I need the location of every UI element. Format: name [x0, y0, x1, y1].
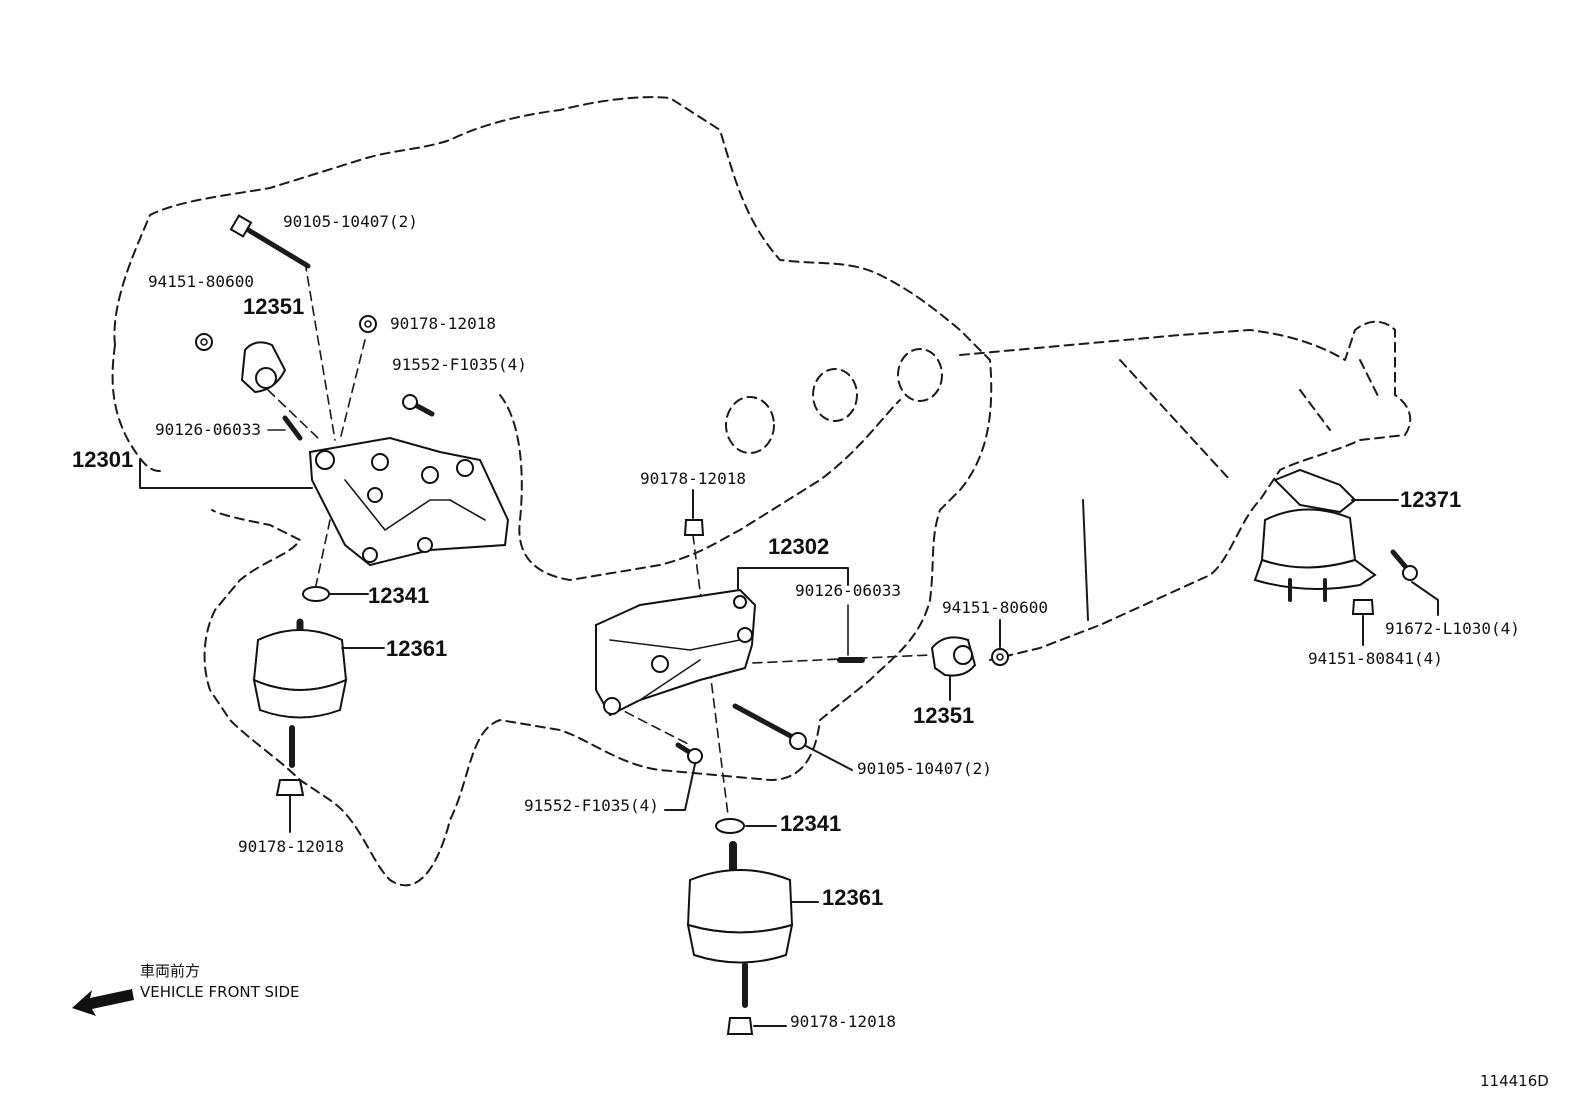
direction-en: VEHICLE FRONT SIDE	[140, 983, 300, 1001]
figure-id: 114416D	[1480, 1072, 1549, 1090]
bolt-left-icon	[229, 214, 311, 269]
bolt-trans-icon	[1390, 549, 1418, 581]
mount-right-icon	[686, 841, 794, 1008]
leader-center-bolt	[611, 704, 691, 746]
nut-center-icon	[991, 648, 1009, 666]
bolt-bracket-right-icon	[675, 742, 703, 764]
leader-12302	[737, 567, 849, 591]
port-3	[897, 348, 943, 402]
label-trans-mount: 12371	[1400, 487, 1462, 512]
leader-stud-left	[314, 519, 331, 591]
label-stud-left: 90126-06033	[155, 420, 261, 439]
label-nut-top-left: 90178-12018	[390, 314, 496, 333]
vehicle-front-arrow-icon	[72, 989, 134, 1016]
leader-12301	[139, 459, 313, 489]
trans-mount-icon	[1253, 468, 1377, 602]
label-mount-right: 12361	[822, 885, 884, 910]
label-nut-trans: 94151-80841(4)	[1308, 649, 1443, 668]
washer-left-icon	[302, 586, 330, 602]
nut-top-left-icon	[359, 315, 377, 333]
label-insulator-right: 12351	[913, 703, 975, 728]
label-bolt-bracket-right: 91552-F1035(4)	[524, 796, 659, 815]
insulator-left-icon	[240, 341, 287, 394]
port-2	[812, 368, 858, 422]
label-bolt-bracket-left: 91552-F1035(4)	[392, 355, 527, 374]
leader-bolt-bracket-right	[664, 763, 696, 811]
label-bolt-trans: 91672-L1030(4)	[1385, 619, 1520, 638]
nut-top-center-icon	[683, 519, 705, 536]
stud-left-icon	[282, 415, 303, 441]
label-bolt-left: 90105-10407(2)	[283, 212, 418, 231]
engine-rear-outline	[499, 394, 901, 581]
washer-right-icon	[715, 818, 745, 834]
bracket-right-icon	[595, 588, 757, 717]
label-bracket-right: 12302	[768, 534, 830, 559]
port-1	[725, 396, 775, 454]
nut-bottom-left-icon	[275, 779, 305, 796]
transmission-detail	[1119, 359, 1381, 481]
insulator-right-icon	[930, 636, 977, 677]
label-washer-left: 12341	[368, 583, 430, 608]
label-bolt-right: 90105-10407(2)	[857, 759, 992, 778]
leader-bolt-right	[805, 745, 853, 771]
trans-centerline	[1082, 499, 1089, 621]
direction-jp: 車両前方	[140, 962, 201, 980]
leader-bolt-left	[304, 261, 336, 441]
label-nut-center: 94151-80600	[942, 598, 1048, 617]
leader-ins-left	[267, 389, 321, 441]
engine-outline	[111, 96, 993, 887]
leader-nut-left	[339, 339, 366, 441]
transmission-outline	[959, 320, 1412, 661]
label-mount-left: 12361	[386, 636, 448, 661]
label-nut-left: 94151-80600	[148, 272, 254, 291]
label-stud-right: 90126-06033	[795, 581, 901, 600]
nut-trans-icon	[1351, 599, 1375, 615]
label-nut-bottom-left: 90178-12018	[238, 837, 344, 856]
label-insulator-left: 12351	[243, 294, 305, 319]
bracket-left-icon	[308, 436, 510, 567]
label-nut-top-center: 90178-12018	[640, 469, 746, 488]
nut-bottom-right-icon	[726, 1017, 754, 1035]
nut-left-icon	[195, 333, 213, 351]
mount-left-icon	[252, 618, 348, 768]
label-bracket-left: 12301	[72, 447, 134, 472]
label-washer-right: 12341	[780, 811, 842, 836]
bolt-right-icon	[732, 703, 807, 750]
bolt-bracket-left-icon	[402, 394, 435, 417]
leader-bolt-trans	[1411, 581, 1439, 616]
label-nut-bottom-right: 90178-12018	[790, 1012, 896, 1031]
